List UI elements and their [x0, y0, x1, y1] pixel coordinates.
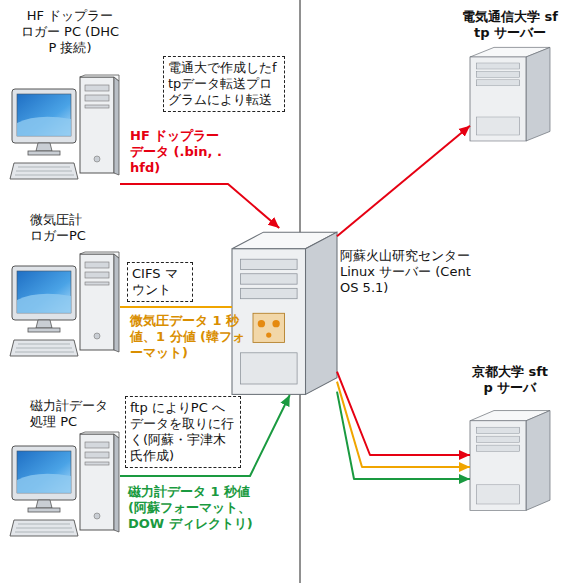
- flow-label: 微気圧データ 1 秒値、1 分値 (韓フォーマット): [130, 313, 248, 361]
- server-node: 阿蘇火山研究センター Linux サーバー (CentOS 5.1): [232, 228, 337, 395]
- pc-node: HF ドップラー ロガー PC (DHCP 接続): [12, 75, 120, 185]
- node-label: 電気通信大学 sftp サーバー: [462, 9, 558, 41]
- node-label: 微気圧計 ロガーPC: [30, 212, 96, 244]
- node-label: 磁力計データ 処理 PC: [30, 398, 122, 430]
- server-node: 京都大学 sftp サーバ: [470, 400, 550, 510]
- server-icon: [470, 47, 550, 141]
- data-flow-arrow: [337, 382, 470, 467]
- pc-icon: [10, 75, 119, 179]
- flow-label: HF ドップラーデータ (.bin, .hfd): [130, 128, 225, 176]
- data-flow-arrow: [120, 306, 232, 308]
- pc-node: 微気圧計 ロガーPC: [12, 252, 120, 362]
- data-flow-arrow: [337, 392, 470, 479]
- flow-label: 磁力計データ 1 秒値(阿蘇フォーマット、DOW ディレクトリ): [128, 484, 253, 532]
- data-flow-arrow: [337, 372, 470, 455]
- note-box: ftp によりPC へデータを取りに行く(阿蘇・宇津木氏作成): [125, 396, 241, 468]
- note-box: CIFS マウント: [127, 262, 193, 302]
- note-text: ftp によりPC へデータを取りに行く(阿蘇・宇津木氏作成): [130, 400, 236, 464]
- pc-icon: [10, 252, 119, 356]
- pc-node: 磁力計データ 処理 PC: [12, 432, 120, 542]
- note-text: CIFS マウント: [132, 266, 188, 298]
- pc-icon: [10, 432, 119, 536]
- data-flow-arrow: [337, 126, 470, 237]
- server-node: 電気通信大学 sftp サーバー: [470, 45, 550, 140]
- note-box: 電通大で作成したftpデータ転送プログラムにより転送: [163, 56, 285, 112]
- data-flow-arrow: [120, 184, 279, 228]
- server-icon: [232, 232, 337, 394]
- node-label: 京都大学 sftp サーバ: [469, 364, 551, 396]
- note-text: 電通大で作成したftpデータ転送プログラムにより転送: [168, 60, 280, 108]
- node-label: HF ドップラー ロガー PC (DHCP 接続): [20, 8, 120, 56]
- data-flow-arrow: [120, 395, 290, 476]
- server-icon: [470, 411, 550, 511]
- node-label: 阿蘇火山研究センター Linux サーバー (CentOS 5.1): [340, 248, 476, 296]
